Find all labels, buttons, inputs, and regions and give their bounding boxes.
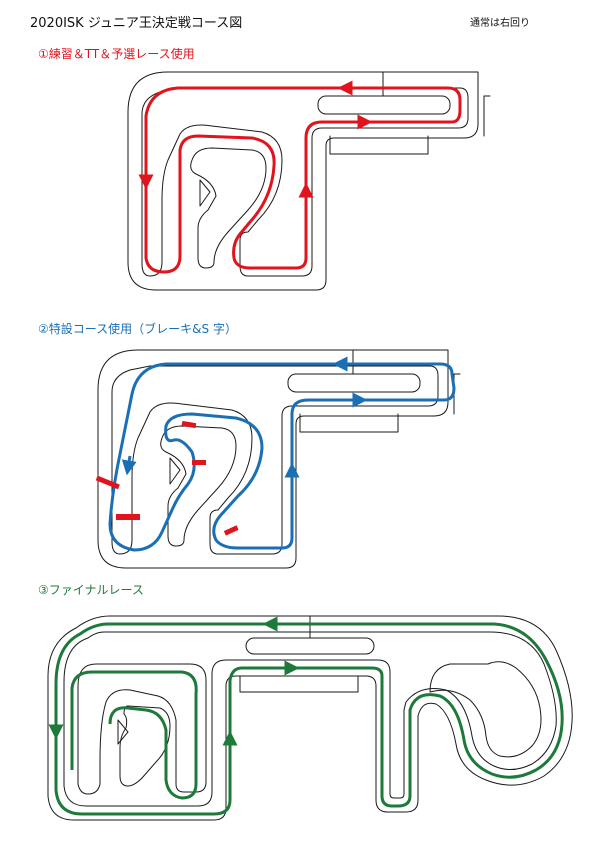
chicane-block (95, 475, 120, 490)
chicane-block (116, 514, 140, 520)
racing-line-1 (144, 86, 462, 274)
racing-line-3-inner (70, 670, 198, 800)
chicane-block (181, 420, 197, 429)
direction-note: 通常は右回り (470, 18, 530, 29)
section-label-special: ②特設コース使用（ブレーキ&S 字） (38, 322, 237, 336)
racing-line-3 (54, 622, 564, 816)
course-diagram-3 (47, 615, 573, 821)
page-title: 2020ISK ジュニア王決定戦コース図 (30, 16, 243, 31)
chicane-block (223, 525, 239, 536)
course-diagram-1 (127, 71, 491, 291)
section-label-final: ③ファイナルレース (38, 583, 144, 597)
section-label-practice: ①練習＆TT＆予選レース使用 (38, 47, 195, 61)
course-diagram-2 (95, 349, 461, 569)
chicane-block (192, 460, 206, 465)
arrow-icon (121, 455, 137, 476)
racing-line-2 (108, 362, 456, 552)
